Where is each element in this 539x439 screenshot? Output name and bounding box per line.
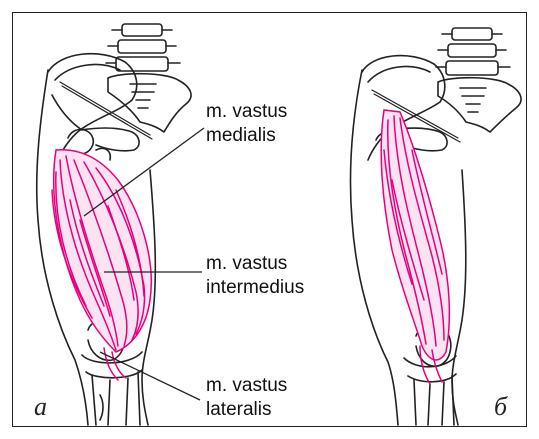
label-vastus-lateralis: m. vastus lateralis bbox=[206, 374, 287, 422]
panel-letter-b: б bbox=[494, 392, 507, 422]
label-intermedius-line2: intermedius bbox=[206, 276, 304, 300]
label-vastus-intermedius: m. vastus intermedius bbox=[206, 252, 304, 300]
label-lateralis-line2: lateralis bbox=[206, 398, 287, 422]
label-intermedius-line1: m. vastus bbox=[206, 252, 304, 276]
label-medialis-line1: m. vastus bbox=[206, 100, 287, 124]
right-spine bbox=[436, 28, 521, 132]
label-lateralis-line1: m. vastus bbox=[206, 374, 287, 398]
left-quadriceps-muscles bbox=[52, 150, 151, 380]
panel-letter-a: а bbox=[34, 392, 47, 422]
label-medialis-line2: medialis bbox=[206, 124, 287, 148]
right-thigh-outline-medial bbox=[452, 170, 466, 425]
label-vastus-medialis: m. vastus medialis bbox=[206, 100, 287, 148]
left-spine bbox=[106, 24, 191, 132]
